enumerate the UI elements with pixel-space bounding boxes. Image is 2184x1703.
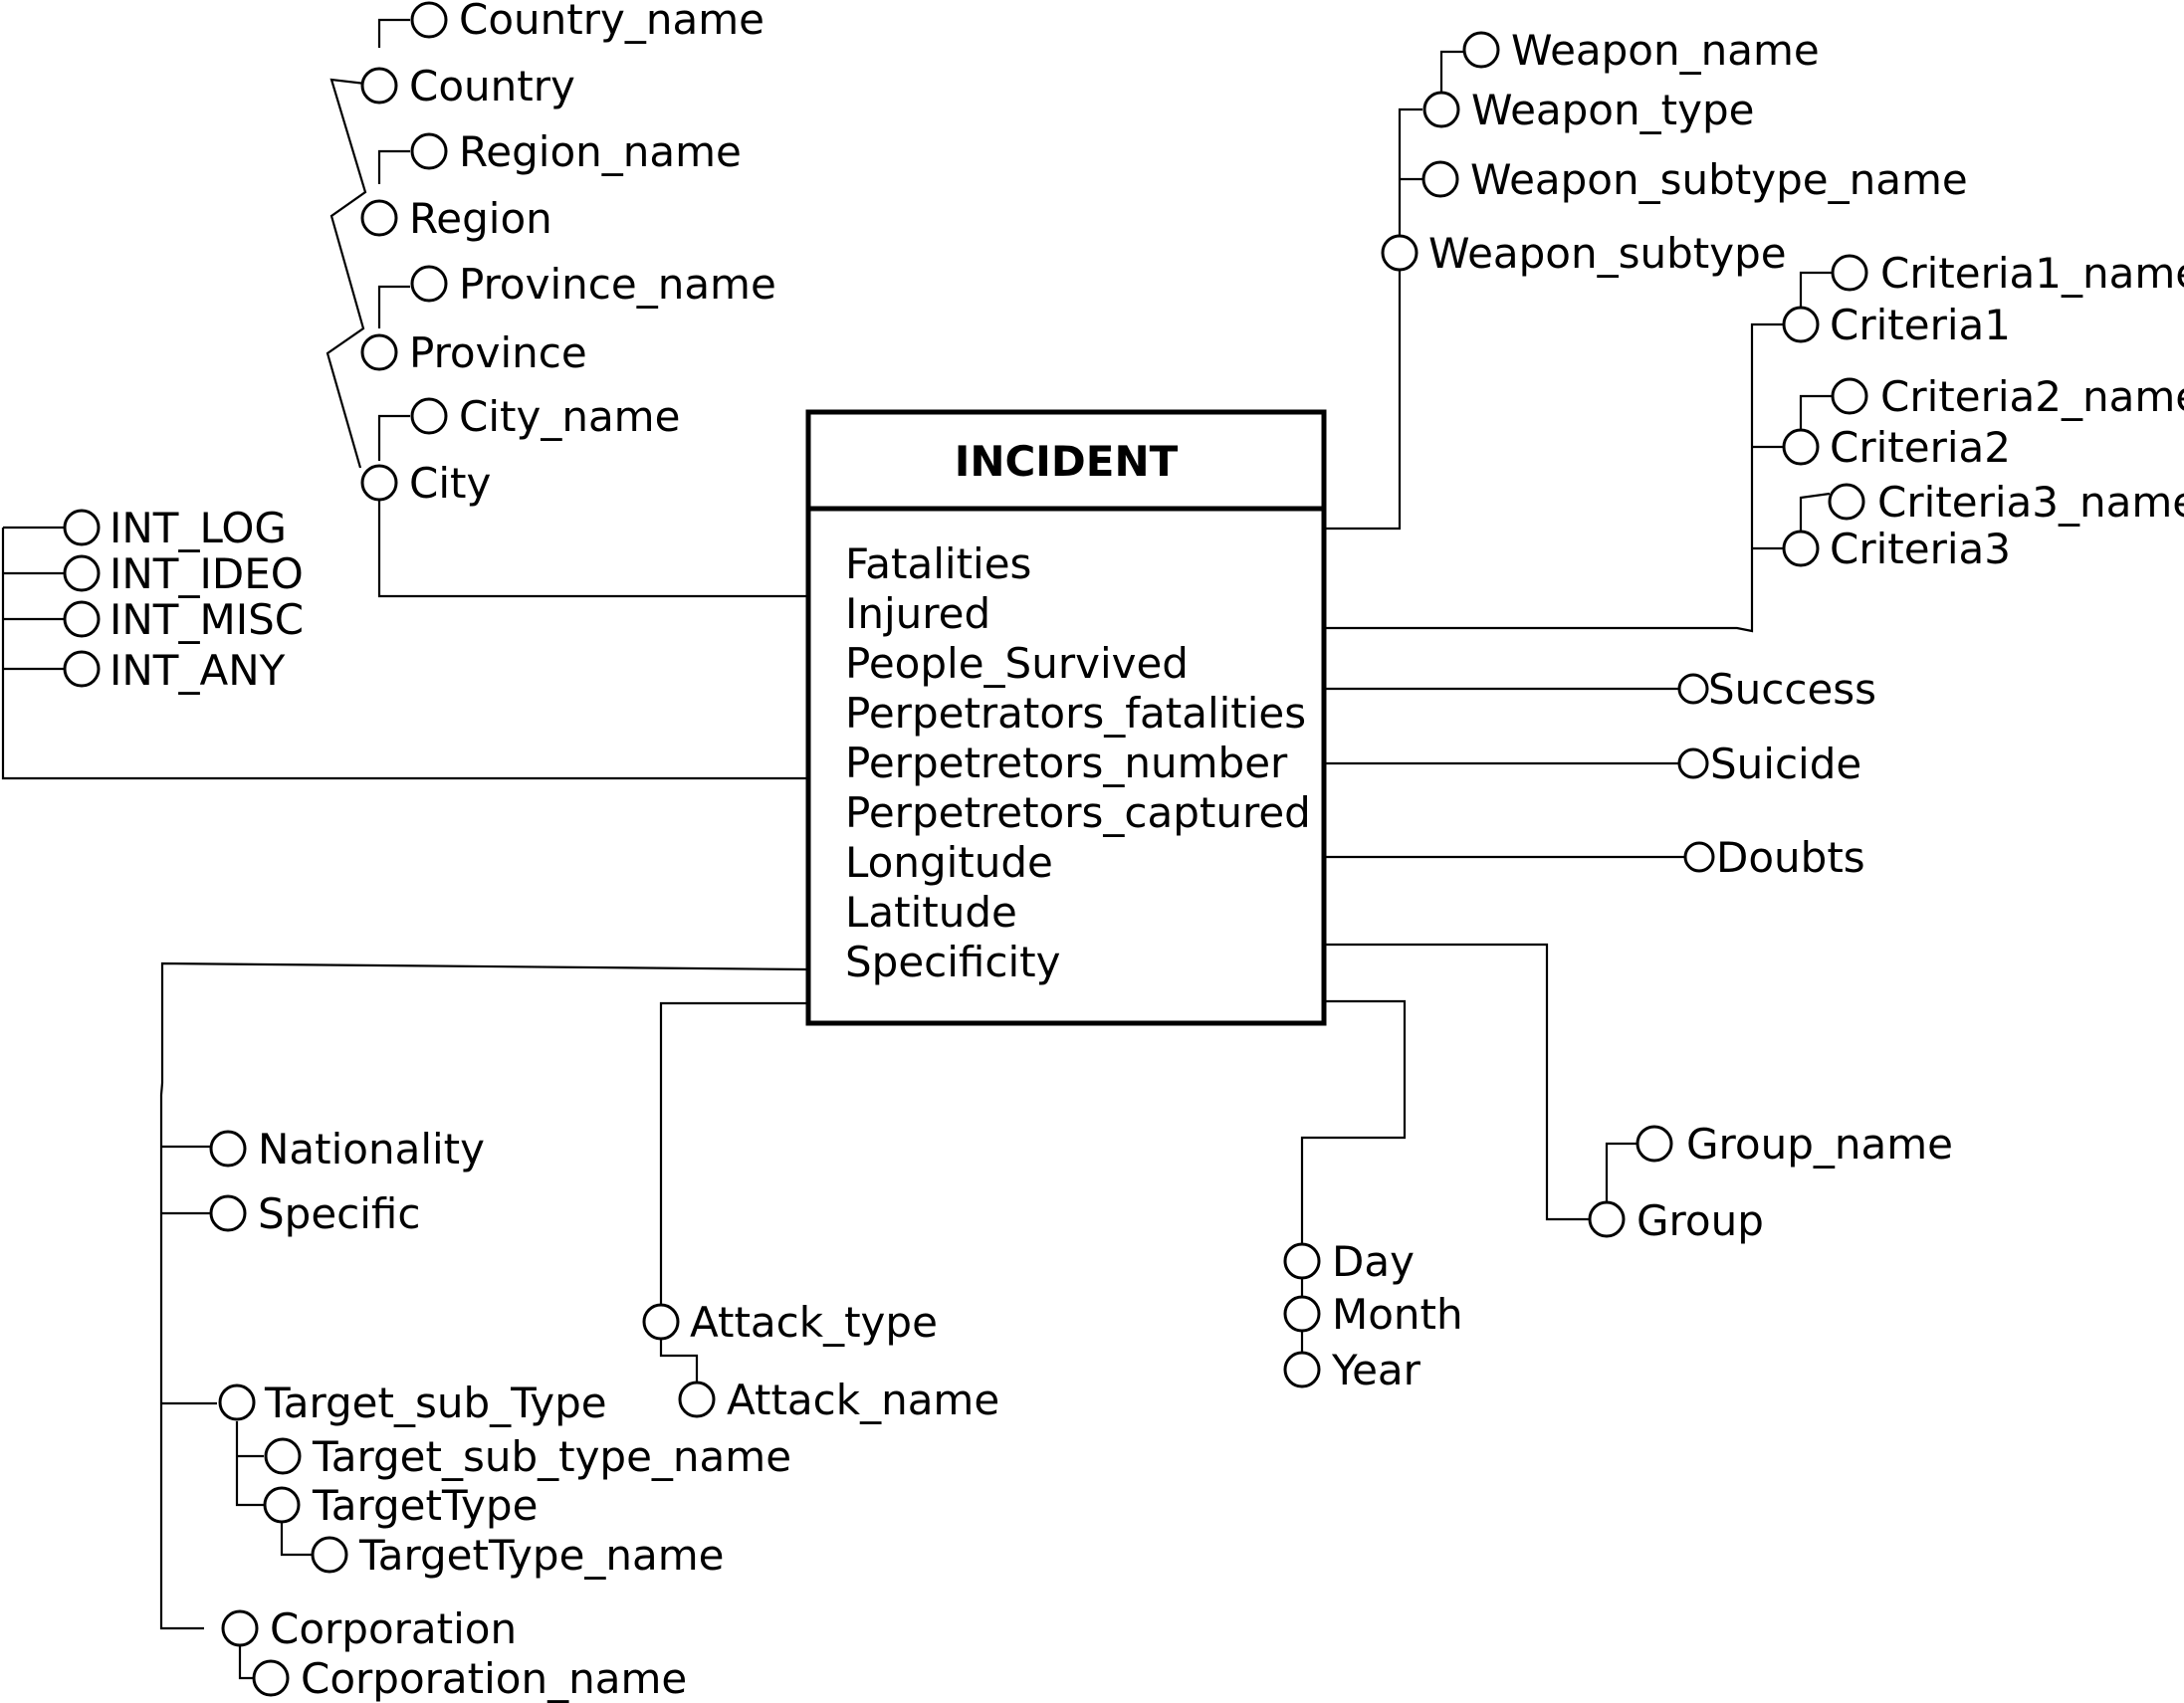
int-ideo-label: INT_IDEO bbox=[109, 549, 304, 598]
group-name-label: Group_name bbox=[1686, 1120, 1953, 1169]
incident-entity: INCIDENT Fatalities Injured People_Survi… bbox=[805, 409, 1327, 1026]
incident-entity-title: INCIDENT bbox=[955, 437, 1179, 486]
criteria3-node bbox=[1782, 530, 1820, 567]
criteria3-name-label: Criteria3_name bbox=[1877, 478, 2184, 527]
country-node bbox=[360, 67, 398, 105]
country-label: Country bbox=[409, 62, 575, 110]
int-log-node bbox=[63, 509, 101, 546]
doubts-label: Doubts bbox=[1716, 833, 1865, 882]
entity-attribute-specificity: Specificity bbox=[845, 938, 1060, 986]
country-name-node bbox=[410, 1, 448, 39]
criteria3-name-node bbox=[1828, 483, 1865, 521]
country-name-label: Country_name bbox=[459, 0, 764, 44]
target-sub-type-label: Target_sub_Type bbox=[264, 1379, 607, 1427]
city-name-node bbox=[410, 397, 448, 435]
region-label: Region bbox=[409, 194, 552, 243]
nationality-node bbox=[209, 1130, 247, 1168]
int-ideo-node bbox=[63, 554, 101, 592]
weapon-subtype-name-node bbox=[1421, 160, 1459, 198]
year-node bbox=[1283, 1351, 1321, 1388]
corporation-name-label: Corporation_name bbox=[301, 1654, 687, 1703]
year-label: Year bbox=[1331, 1346, 1421, 1394]
entity-attribute-perpetretors-captured: Perpetretors_captured bbox=[845, 788, 1311, 837]
city-name-label: City_name bbox=[459, 392, 680, 441]
criteria1-label: Criteria1 bbox=[1830, 301, 2011, 349]
int-misc-node bbox=[63, 600, 101, 638]
month-label: Month bbox=[1332, 1290, 1463, 1339]
criteria2-name-label: Criteria2_name bbox=[1880, 372, 2184, 421]
region-name-label: Region_name bbox=[459, 127, 742, 176]
target-type-node bbox=[263, 1486, 301, 1524]
criteria2-name-node bbox=[1831, 377, 1868, 415]
province-name-label: Province_name bbox=[459, 260, 776, 309]
criteria1-node bbox=[1782, 306, 1820, 343]
entity-attribute-injured: Injured bbox=[845, 589, 990, 638]
weapon-subtype-name-label: Weapon_subtype_name bbox=[1470, 155, 1968, 204]
doubts-node bbox=[1683, 841, 1715, 873]
criteria3-label: Criteria3 bbox=[1830, 525, 2011, 573]
day-node bbox=[1283, 1242, 1321, 1280]
target-sub-type-name-label: Target_sub_type_name bbox=[312, 1432, 791, 1481]
target-type-name-label: TargetType_name bbox=[358, 1531, 725, 1580]
entity-attribute-latitude: Latitude bbox=[845, 888, 1017, 937]
suicide-node bbox=[1677, 747, 1709, 779]
weapon-type-label: Weapon_type bbox=[1471, 86, 1754, 134]
incident-entity-box bbox=[805, 409, 1327, 1026]
connector-lines bbox=[1, 18, 1832, 1680]
success-label: Success bbox=[1708, 665, 1876, 714]
int-any-label: INT_ANY bbox=[109, 646, 286, 695]
specific-node bbox=[209, 1194, 247, 1232]
entity-attribute-fatalities: Fatalities bbox=[845, 539, 1031, 588]
attack-name-label: Attack_name bbox=[727, 1376, 999, 1424]
entity-attribute-perpetrators-fatalities: Perpetrators_fatalities bbox=[845, 689, 1306, 738]
group-label: Group bbox=[1637, 1196, 1764, 1245]
weapon-subtype-node bbox=[1381, 234, 1419, 272]
region-node bbox=[360, 199, 398, 237]
province-name-node bbox=[410, 265, 448, 303]
entity-attribute-longitude: Longitude bbox=[845, 838, 1053, 887]
int-misc-label: INT_MISC bbox=[109, 595, 304, 644]
int-log-label: INT_LOG bbox=[109, 504, 287, 552]
province-node bbox=[360, 333, 398, 371]
group-node bbox=[1588, 1200, 1626, 1238]
int-any-node bbox=[63, 650, 101, 688]
entity-attribute-people-survived: People_Survived bbox=[845, 639, 1189, 688]
corporation-name-node bbox=[252, 1659, 290, 1697]
corporation-label: Corporation bbox=[270, 1604, 517, 1653]
specific-label: Specific bbox=[258, 1189, 420, 1238]
attack-type-node bbox=[642, 1303, 680, 1341]
city-label: City bbox=[409, 459, 491, 508]
target-sub-type-node bbox=[218, 1384, 256, 1421]
day-label: Day bbox=[1332, 1237, 1415, 1286]
city-node bbox=[360, 464, 398, 502]
criteria2-label: Criteria2 bbox=[1830, 423, 2011, 472]
attribute-labels: Country_name Country Region_name Region … bbox=[109, 0, 2184, 1703]
target-type-label: TargetType bbox=[312, 1481, 538, 1530]
attack-name-node bbox=[678, 1381, 716, 1418]
attribute-nodes bbox=[63, 1, 1868, 1697]
province-label: Province bbox=[409, 328, 587, 377]
target-type-name-node bbox=[311, 1536, 348, 1574]
attack-type-label: Attack_type bbox=[690, 1298, 938, 1347]
nationality-label: Nationality bbox=[258, 1125, 485, 1173]
weapon-type-node bbox=[1422, 91, 1460, 128]
month-node bbox=[1283, 1295, 1321, 1333]
weapon-name-label: Weapon_name bbox=[1511, 26, 1820, 75]
criteria1-name-node bbox=[1831, 254, 1868, 292]
entity-attribute-perpetretors-number: Perpetretors_number bbox=[845, 739, 1288, 787]
success-node bbox=[1677, 673, 1709, 705]
weapon-subtype-label: Weapon_subtype bbox=[1428, 229, 1787, 278]
corporation-node bbox=[221, 1609, 259, 1647]
region-name-node bbox=[410, 132, 448, 170]
criteria1-name-label: Criteria1_name bbox=[1880, 249, 2184, 298]
weapon-name-node bbox=[1462, 31, 1500, 69]
group-name-node bbox=[1636, 1125, 1673, 1163]
target-sub-type-name-node bbox=[264, 1437, 302, 1475]
suicide-label: Suicide bbox=[1710, 740, 1861, 788]
criteria2-node bbox=[1782, 428, 1820, 466]
